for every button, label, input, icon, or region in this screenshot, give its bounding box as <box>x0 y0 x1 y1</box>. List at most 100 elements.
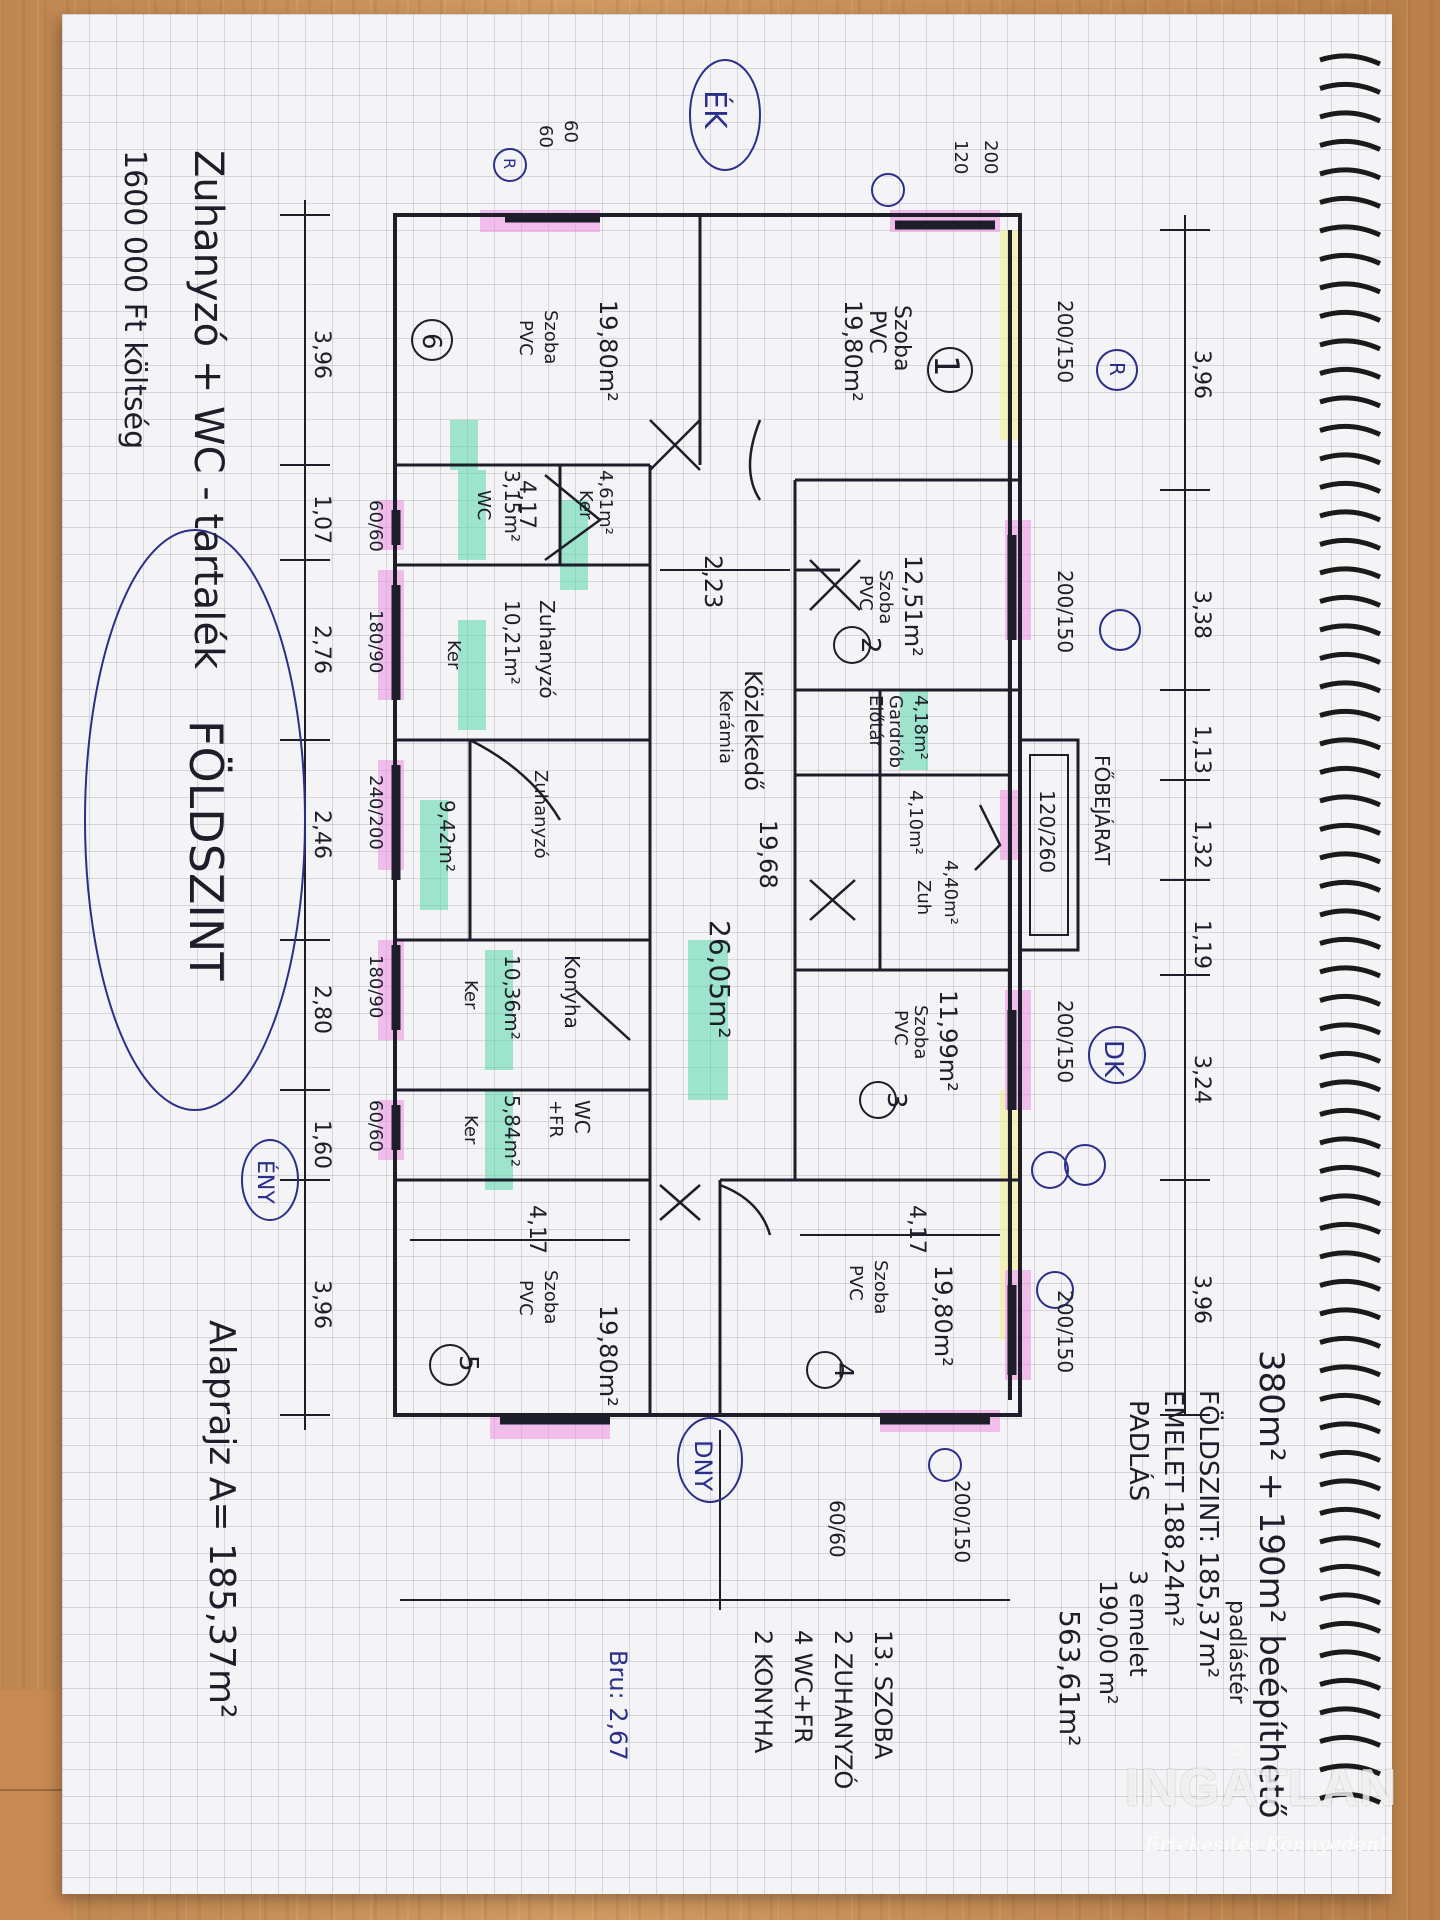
wc2-floor: Ker <box>460 1115 481 1145</box>
note-list-2: 2 ZUHANYZÓ <box>829 1630 859 1789</box>
left-note-title: Zuhanyzó + WC - tartalék <box>185 150 231 670</box>
left-note-line2: 1600 000 Ft költség <box>117 150 152 449</box>
wc1-area: 3,15m² <box>500 470 524 542</box>
house-roof-logo-icon: ⌂ <box>1230 1735 1244 1760</box>
dim-top-5: 1,19 <box>1189 920 1214 969</box>
window-bottom-1: 60/60 <box>365 500 386 552</box>
spiral-coil <box>1319 1022 1382 1036</box>
watermark-brand: INGATLAN <box>1125 1759 1398 1817</box>
room-1-labels: 1 Szoba PVC 19,80m² 200/150 R <box>839 300 1129 402</box>
room-1-r-mark: R <box>1105 362 1129 376</box>
room-6-labels: 19,80m² Szoba PVC 6 <box>416 300 622 402</box>
kitchen-area: 10,36m² <box>500 955 524 1040</box>
spiral-coil <box>1319 1136 1382 1150</box>
dim-top-1: 3,96 <box>1189 350 1214 399</box>
wc2-label: WC <box>570 1100 594 1134</box>
spiral-coil <box>1319 1193 1382 1207</box>
room-5-labels: 19,80m² Szoba PVC 5 4,17 <box>453 1205 622 1407</box>
r-mark-top: R <box>500 158 519 169</box>
dim-top-4: 1,32 <box>1189 820 1214 869</box>
room-3-number: 3 <box>881 1092 911 1109</box>
ek-label: ÉK <box>697 90 733 130</box>
spiral-coil <box>1319 1278 1382 1292</box>
left-alaprajz: Alaprajz A= 185,37m² <box>201 1320 242 1718</box>
note-line4: PADLÁS <box>1123 1400 1155 1501</box>
spiral-coil <box>1319 1506 1382 1520</box>
spiral-coil <box>1319 1763 1382 1777</box>
room-6-number: 6 <box>416 333 446 350</box>
top-marks: ÉK 200 120 60 60 R <box>500 90 1001 174</box>
spiral-coil <box>1319 480 1382 494</box>
spiral-coil <box>1319 1335 1382 1349</box>
spiral-coil <box>1319 1307 1382 1321</box>
note-list-1: 13. SZOBA <box>869 1630 897 1760</box>
spiral-coil <box>1319 1563 1382 1577</box>
main-door-size: 120/260 <box>1035 790 1059 873</box>
spiral-coil <box>1319 252 1382 266</box>
dim-bottom-4: 2,46 <box>309 810 334 859</box>
window-bottom-3: 240/200 <box>365 775 386 850</box>
window-bottom-2: 180/90 <box>365 610 386 673</box>
dim-bottom-7: 3,96 <box>309 1280 334 1329</box>
room-1-name: Szoba <box>889 305 914 371</box>
corridor-label: Közlekedő <box>739 670 767 791</box>
room-4-floor: PVC <box>845 1265 866 1301</box>
zuh-area: 4,40m² <box>940 860 961 925</box>
spiral-coil <box>1319 110 1382 124</box>
spiral-coil <box>1319 879 1382 893</box>
spiral-coil <box>1319 851 1382 865</box>
dim-top-2: 3,38 <box>1189 590 1214 639</box>
middle-labels: Közlekedő Kerámia 26,05m² 19,68 2,23 3,1… <box>365 470 1114 1167</box>
note-bru: Bru: 2,67 <box>604 1650 632 1761</box>
dimension-lines <box>280 200 1210 1610</box>
spiral-coil <box>1319 965 1382 979</box>
room-5-area: 19,80m² <box>594 1305 622 1407</box>
spiral-coil <box>1319 566 1382 580</box>
note-list-3: 4 WC+FR <box>789 1630 817 1744</box>
spiral-binding-coils <box>1319 53 1382 1805</box>
spiral-coil <box>1319 309 1382 323</box>
compass-dk: DK <box>1098 1040 1128 1078</box>
gardrob-area: 4,18m² <box>910 695 931 760</box>
corridor-sub: Kerámia <box>715 690 736 764</box>
window-bottom-4: 180/90 <box>365 955 386 1018</box>
spiral-coil <box>1319 537 1382 551</box>
spiral-coil <box>1319 1364 1382 1378</box>
highlights <box>378 210 1031 1439</box>
wc1-label: WC <box>473 490 494 520</box>
elotar-label: Előtár <box>865 695 886 748</box>
wc1-floor: Ker <box>575 490 596 520</box>
room-4-window: 200/150 <box>1053 1290 1077 1373</box>
dim-bottom-2: 1,07 <box>309 495 334 544</box>
window-marks <box>391 213 1017 1425</box>
corridor-length: 19,68 <box>754 820 782 889</box>
room-3-name: Szoba <box>910 1005 931 1059</box>
spiral-coil <box>1319 1050 1382 1064</box>
room-6-name: Szoba <box>540 310 561 364</box>
room-6-area: 19,80m² <box>594 300 622 402</box>
note-line2: FÖLDSZINT: 185,37m² <box>1193 1390 1225 1678</box>
dim-bottom-5: 2,80 <box>309 985 334 1034</box>
corridor-lower-dim: 4,17 <box>514 480 539 529</box>
note-list-4: 2 KONYHA <box>749 1630 777 1754</box>
room-1-floor: PVC <box>864 310 889 354</box>
spiral-coil <box>1319 423 1382 437</box>
compass-dny: DNY <box>689 1440 717 1491</box>
spiral-coil <box>1319 1250 1382 1264</box>
spiral-coil <box>1319 1592 1382 1606</box>
top-size-4: 60 <box>535 125 556 148</box>
room-4-labels: 19,80m² Szoba PVC 4 200/150 4,17 <box>828 1205 1077 1379</box>
room-4-width: 4,17 <box>904 1205 929 1254</box>
dim-top-6: 3,24 <box>1189 1055 1214 1104</box>
spiral-coil <box>1319 195 1382 209</box>
main-entrance-label: FŐBEJÁRAT <box>1090 755 1114 866</box>
wc2-area: 5,84m² <box>500 1095 524 1167</box>
note-line6: 190,00 m² <box>1094 1580 1122 1705</box>
spiral-coil <box>1319 1164 1382 1178</box>
spiral-coil <box>1319 594 1382 608</box>
spiral-coil <box>1319 1478 1382 1492</box>
room-2-name: Szoba <box>875 570 896 624</box>
spiral-coil <box>1319 908 1382 922</box>
